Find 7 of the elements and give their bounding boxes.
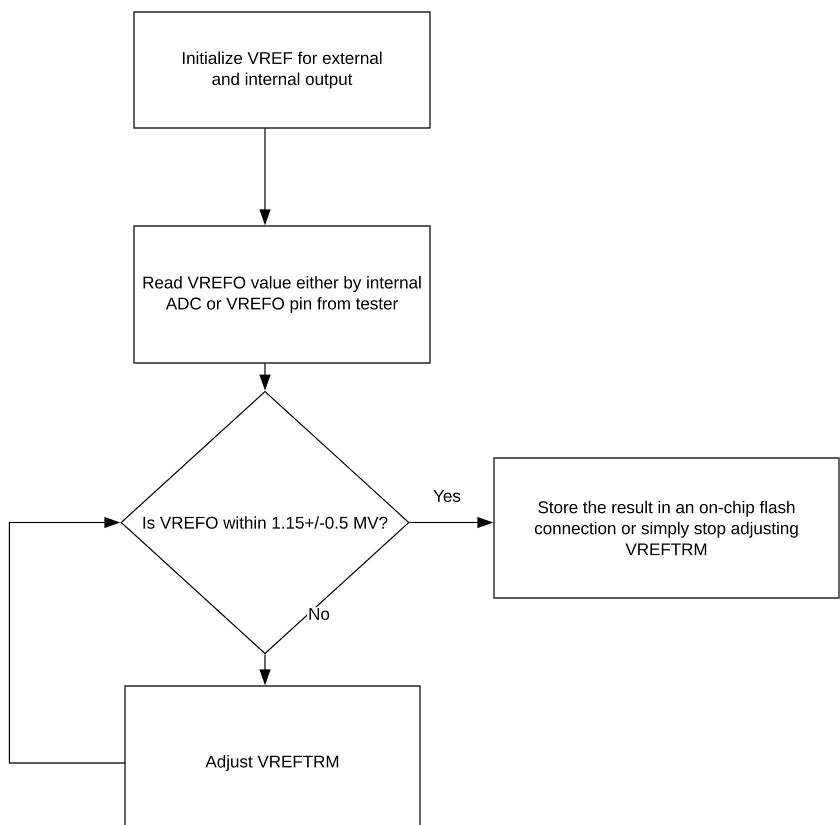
arrow [8,516,124,764]
edge-label: No [307,607,331,621]
edge-label: Yes [432,489,462,503]
process-box: Store the result in an on-chip flash connection or simply stop adjusting VREFTRM [493,457,840,599]
process-box: Adjust VREFTRM [124,685,421,825]
process-box: Initialize VREF for external and internal output [133,11,431,129]
process-box: Read VREFO value either by internal ADC or VREFO pin from tester [133,225,431,364]
